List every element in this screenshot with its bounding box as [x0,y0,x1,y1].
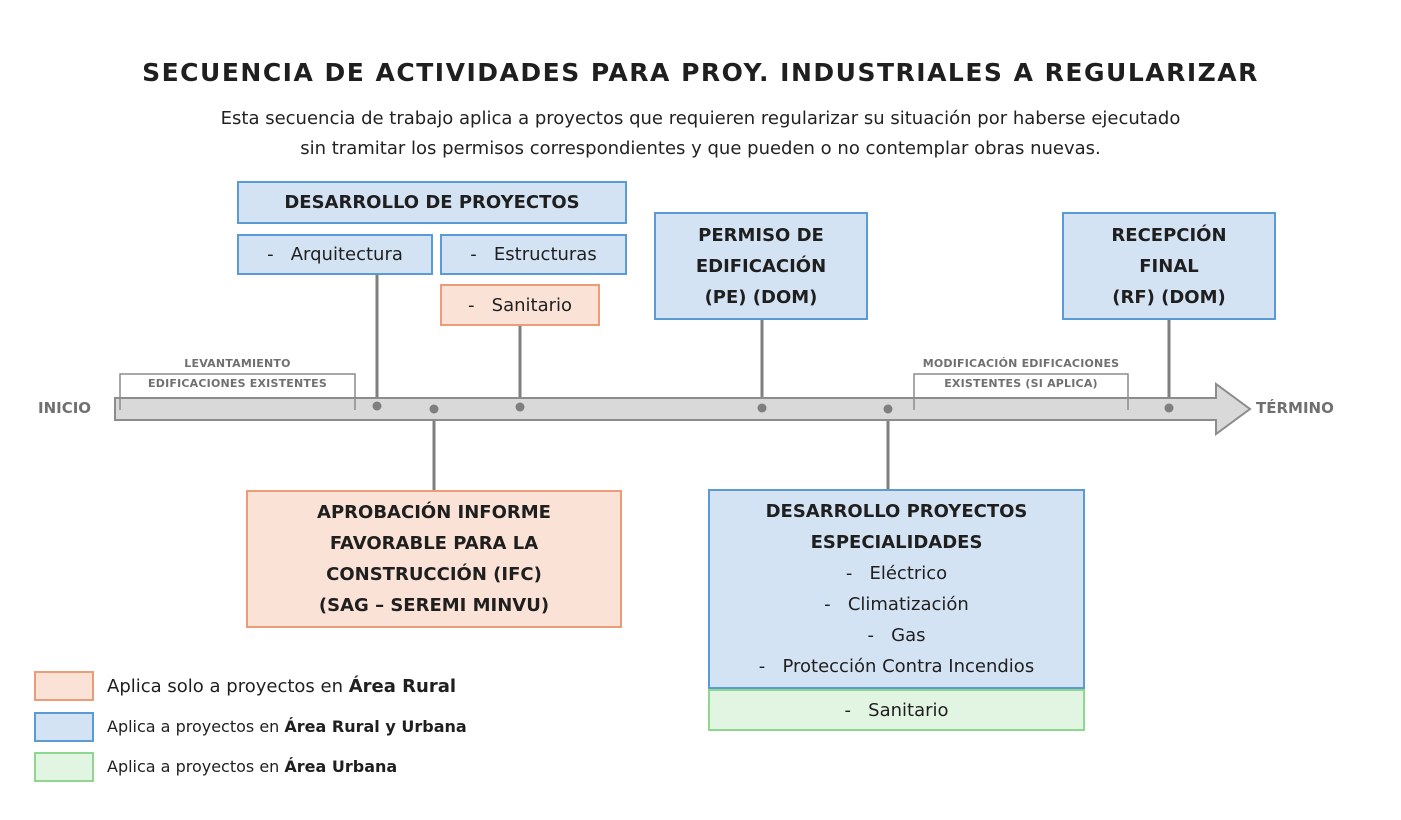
box-permiso-edificacion: PERMISO DE EDIFICACIÓN (PE) (DOM) [654,212,868,320]
box-desarrollo-proyectos-label: DESARROLLO DE PROYECTOS [284,192,580,213]
timeline-arrow [114,382,1252,436]
diagram-subtitle: Esta secuencia de trabajo aplica a proye… [100,104,1301,164]
especialidades-item-electrico: - Eléctrico [845,563,948,584]
permiso-line-2: EDIFICACIÓN [695,255,827,277]
legend-swatch-urbana [34,752,94,782]
especialidades-item-gas: - Gas [867,625,926,646]
milestone-dot [757,403,767,413]
especialidades-item-climatizacion: - Climatización [824,594,969,615]
box-arquitectura-label: - Arquitectura [267,244,403,265]
milestone-dot [429,404,439,414]
legend-swatch-rural-urbana [34,712,94,742]
aprobacion-line-2: FAVORABLE PARA LA [329,533,539,554]
box-estructuras: - Estructuras [440,234,627,275]
box-recepcion-final: RECEPCIÓN FINAL (RF) (DOM) [1062,212,1276,320]
bracket-left [119,373,356,410]
box-especialidades: DESARROLLO PROYECTOS ESPECIALIDADES - El… [708,489,1085,689]
recepcion-line-3: (RF) (DOM) [1112,286,1226,308]
bracket-right [913,373,1129,410]
bracket-left-label-2: EDIFICACIONES EXISTENTES [148,377,327,390]
milestone-dot [515,402,525,412]
recepcion-line-2: FINAL [1139,255,1199,277]
permiso-line-3: (PE) (DOM) [704,286,818,308]
subtitle-line-1: Esta secuencia de trabajo aplica a proye… [220,108,1181,129]
aprobacion-line-1: APROBACIÓN INFORME [317,502,551,523]
aprobacion-line-3: CONSTRUCCIÓN (IFC) [326,564,542,585]
legend-rural-urbana-emphasis: Área Rural y Urbana [284,717,467,736]
legend-urbana-emphasis: Área Urbana [284,757,398,776]
especialidades-item-incendios: - Protección Contra Incendios [758,656,1035,677]
permiso-line-1: PERMISO DE [698,224,824,246]
box-sanitario-urbano-label: - Sanitario [844,699,949,721]
recepcion-line-1: RECEPCIÓN [1111,224,1227,246]
milestone-dot [1164,403,1174,413]
box-sanitario-rural: - Sanitario [440,284,600,326]
diagram-title: SECUENCIA DE ACTIVIDADES PARA PROY. INDU… [142,58,1259,87]
legend-swatch-rural [34,671,94,701]
box-estructuras-label: - Estructuras [470,244,597,265]
legend-text-urbana: Aplica a proyectos en Área Urbana [107,757,397,776]
milestone-dot [372,401,382,411]
box-arquitectura: - Arquitectura [237,234,433,275]
legend-rural-urbana-prefix: Aplica a proyectos en [107,717,285,736]
timeline-end-label: TÉRMINO [1256,399,1334,417]
bracket-left-label-1: LEVANTAMIENTO [184,357,291,370]
box-aprobacion-ifc: APROBACIÓN INFORME FAVORABLE PARA LA CON… [246,490,622,628]
legend-rural-prefix: Aplica solo a proyectos en [107,676,349,697]
legend-rural-emphasis: Área Rural [348,676,457,697]
especialidades-heading-2: ESPECIALIDADES [810,532,983,553]
legend-text-rural: Aplica solo a proyectos en Área Rural [107,676,456,697]
box-desarrollo-proyectos: DESARROLLO DE PROYECTOS [237,181,627,224]
especialidades-heading-1: DESARROLLO PROYECTOS [765,501,1028,522]
box-sanitario-urbano: - Sanitario [708,689,1085,731]
legend-text-rural-urbana: Aplica a proyectos en Área Rural y Urban… [107,717,467,736]
aprobacion-line-4: (SAG – SEREMI MINVU) [318,595,550,616]
subtitle-line-2: sin tramitar los permisos correspondient… [300,138,1101,159]
timeline-start-label: INICIO [38,399,92,417]
milestone-dot [883,404,893,414]
legend-urbana-prefix: Aplica a proyectos en [107,757,285,776]
box-sanitario-rural-label: - Sanitario [467,294,573,316]
bracket-right-label-2: EXISTENTES (SI APLICA) [944,377,1098,390]
bracket-right-label-1: MODIFICACIÓN EDIFICACIONES [922,357,1120,370]
